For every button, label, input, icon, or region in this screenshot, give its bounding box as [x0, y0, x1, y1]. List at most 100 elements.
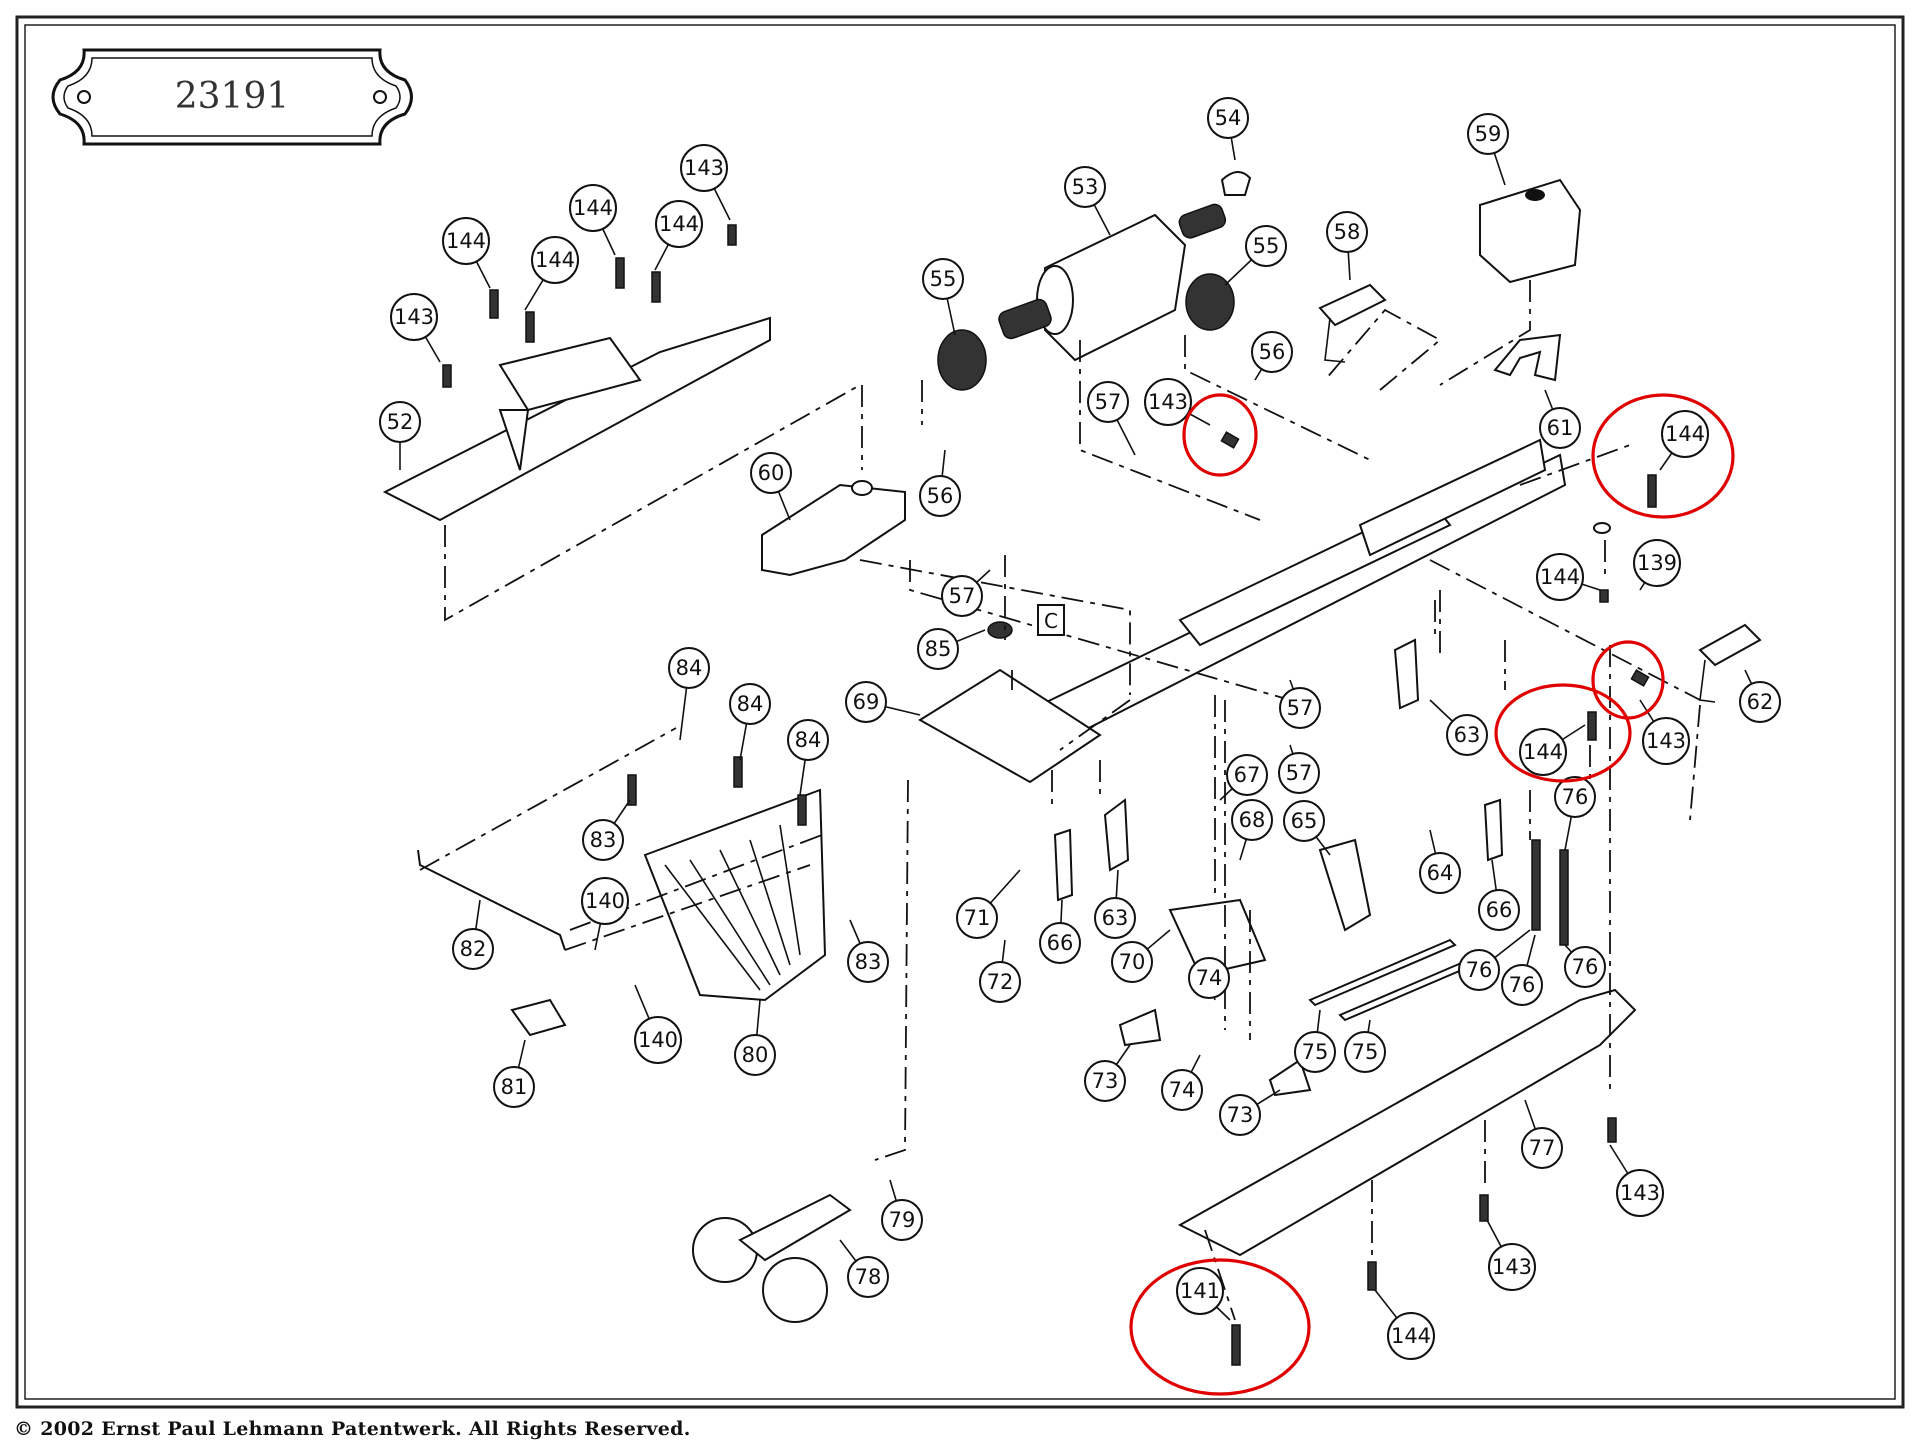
svg-text:84: 84: [795, 728, 822, 752]
callout-55: 55: [1224, 225, 1287, 286]
svg-text:69: 69: [853, 690, 880, 714]
svg-text:58: 58: [1334, 220, 1361, 244]
callout-81: 81: [493, 1039, 535, 1108]
svg-text:78: 78: [855, 1265, 882, 1289]
part-73-clip-right: [1268, 1058, 1312, 1097]
callout-57: 57: [941, 569, 991, 617]
part-62-lamp: [1698, 623, 1762, 667]
svg-text:84: 84: [737, 692, 764, 716]
callout-79: 79: [881, 1179, 923, 1241]
callout-144: 144: [569, 184, 617, 256]
svg-text:143: 143: [1492, 1255, 1532, 1279]
callout-85: 85: [917, 628, 986, 670]
callout-140: 140: [634, 984, 682, 1064]
callout-57: 57: [1278, 744, 1320, 794]
callout-57: 57: [1087, 381, 1136, 456]
svg-text:79: 79: [889, 1208, 916, 1232]
svg-text:71: 71: [964, 906, 991, 930]
svg-text:57: 57: [1286, 761, 1313, 785]
svg-text:72: 72: [987, 970, 1014, 994]
callout-80: 80: [734, 999, 776, 1076]
title-plate: 23191: [51, 48, 413, 146]
callout-139: 139: [1633, 539, 1681, 591]
part-80-fan: [643, 788, 827, 1002]
svg-text:73: 73: [1227, 1103, 1254, 1127]
part-66-hook-right: [1483, 798, 1504, 862]
svg-text:144: 144: [659, 212, 699, 236]
svg-text:140: 140: [585, 889, 625, 913]
svg-text:140: 140: [638, 1028, 678, 1052]
svg-text:57: 57: [949, 584, 976, 608]
part-70-connector: [1168, 898, 1267, 977]
highlight-ring-144-right: [1591, 393, 1735, 519]
svg-text:143: 143: [1646, 729, 1686, 753]
part-69-plate: [918, 668, 1102, 784]
callout-68: 68: [1231, 799, 1273, 861]
highlight-ring-141-bottom: [1129, 1258, 1311, 1396]
callout-144: 144: [654, 200, 703, 271]
svg-text:75: 75: [1302, 1040, 1329, 1064]
svg-text:62: 62: [1747, 690, 1774, 714]
callout-84: 84: [668, 647, 710, 741]
callout-59: 59: [1467, 113, 1509, 186]
callout-67: 67: [1219, 754, 1268, 801]
callout-63: 63: [1094, 869, 1136, 939]
callout-labels: 5253545555565657575757585960616263636465…: [379, 97, 1781, 1360]
callout-56: 56: [1251, 331, 1293, 381]
callout-144: 144: [1659, 410, 1709, 471]
callout-83: 83: [582, 799, 631, 861]
svg-text:143: 143: [684, 156, 724, 180]
svg-text:55: 55: [1253, 234, 1280, 258]
callout-83: 83: [847, 919, 889, 983]
callout-75: 75: [1344, 1019, 1386, 1073]
part-55-gear-left: [937, 329, 987, 391]
svg-text:68: 68: [1239, 808, 1266, 832]
callout-143: 143: [680, 144, 731, 221]
callout-140: 140: [581, 877, 629, 951]
callout-76: 76: [1564, 944, 1606, 988]
svg-text:144: 144: [1391, 1324, 1431, 1348]
svg-text:76: 76: [1572, 955, 1599, 979]
svg-text:63: 63: [1102, 906, 1129, 930]
callout-52: 52: [379, 401, 421, 470]
callout-66: 66: [1039, 899, 1081, 964]
svg-text:53: 53: [1072, 175, 1099, 199]
callout-77: 77: [1521, 1099, 1563, 1169]
part-78-wheel-left: [692, 1217, 758, 1283]
callout-69: 69: [845, 681, 921, 723]
callout-143: 143: [1609, 1144, 1664, 1217]
svg-text:65: 65: [1291, 809, 1318, 833]
svg-text:52: 52: [387, 410, 414, 434]
callout-82: 82: [452, 899, 494, 970]
svg-text:64: 64: [1427, 861, 1454, 885]
callout-58: 58: [1326, 211, 1368, 281]
svg-text:66: 66: [1486, 898, 1513, 922]
svg-text:143: 143: [1620, 1181, 1660, 1205]
callout-76: 76: [1458, 929, 1531, 991]
part-60-bracket: [761, 483, 906, 577]
callout-84: 84: [729, 683, 771, 761]
callout-73: 73: [1084, 1044, 1131, 1102]
svg-text:73: 73: [1092, 1069, 1119, 1093]
callout-143: 143: [390, 293, 441, 363]
svg-text:60: 60: [758, 461, 785, 485]
svg-text:83: 83: [590, 828, 617, 852]
highlight-ring-144-middle: [1494, 683, 1632, 783]
svg-text:61: 61: [1547, 416, 1574, 440]
svg-text:76: 76: [1509, 973, 1536, 997]
copyright-notice: © 2002 Ernst Paul Lehmann Patentwerk. Al…: [14, 1418, 691, 1440]
svg-text:74: 74: [1169, 1078, 1196, 1102]
svg-text:144: 144: [535, 248, 575, 272]
svg-text:144: 144: [573, 196, 613, 220]
part-54-clip: [1220, 171, 1252, 196]
svg-text:56: 56: [927, 484, 954, 508]
callout-76: 76: [1554, 776, 1596, 851]
part-82-rod: [417, 849, 566, 951]
callout-65: 65: [1283, 800, 1331, 856]
callout-74: 74: [1188, 957, 1230, 1001]
parts-layer: [382, 171, 1762, 1366]
svg-text:139: 139: [1637, 551, 1677, 575]
callout-63: 63: [1429, 699, 1488, 756]
highlight-ring-143-center: [1182, 393, 1258, 477]
